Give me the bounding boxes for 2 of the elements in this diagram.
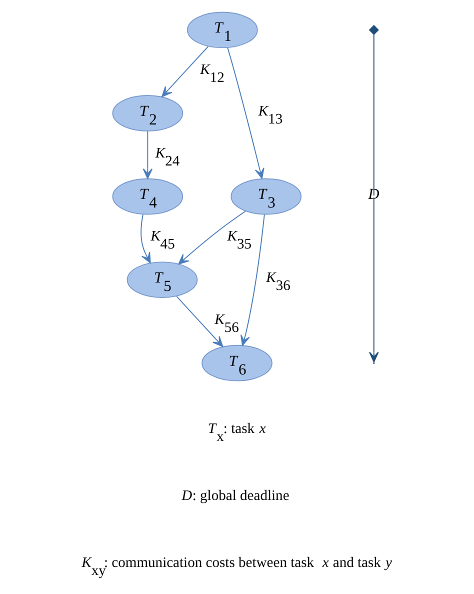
label: D: global deadline xyxy=(182,488,290,504)
label: D xyxy=(368,186,380,204)
